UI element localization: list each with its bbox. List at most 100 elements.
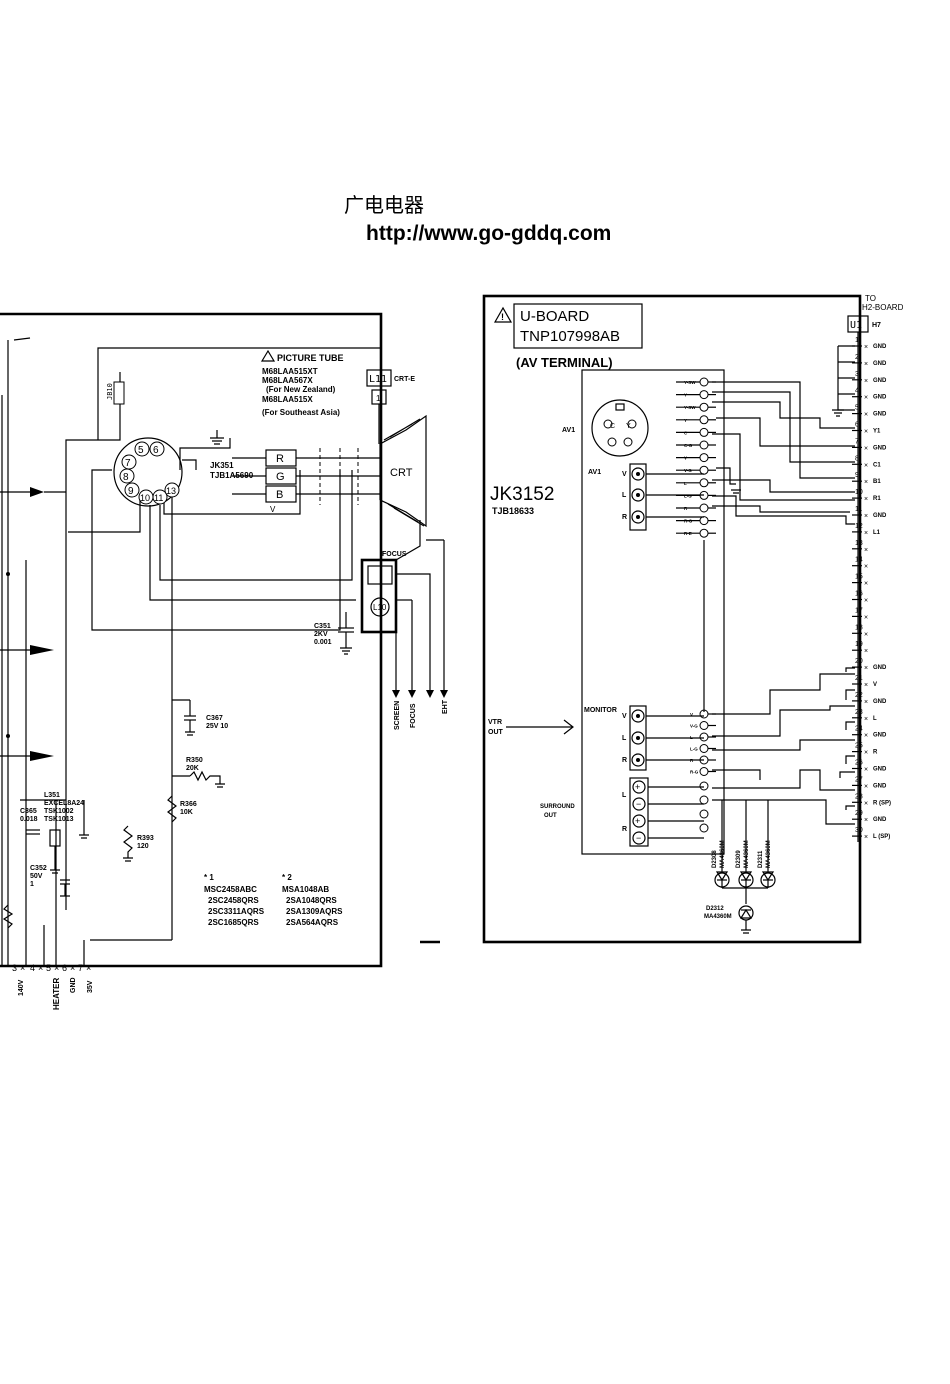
connector-pin-9: 9 xyxy=(855,472,859,479)
tube-model-4: M68LAA515X xyxy=(262,395,313,404)
left-board: JB10 5 6 7 8 9 10 11 13 PICTURE TUBE M68… xyxy=(0,312,449,1010)
monitor-terminal xyxy=(699,732,709,742)
jack-terminal xyxy=(699,390,709,400)
connector-pin-2: 2 xyxy=(855,354,859,361)
jk3152-part: TJB18633 xyxy=(492,506,534,516)
jack-terminal xyxy=(699,478,709,488)
av1-label: AV1 xyxy=(588,469,601,476)
monitor-terminal-label: R-G xyxy=(690,770,699,775)
svg-text:×: × xyxy=(38,963,43,973)
connector-pin-label: C1 xyxy=(873,462,881,468)
site-url: http://www.go-gddq.com xyxy=(366,222,611,245)
output-screen: SCREEN xyxy=(394,701,401,730)
conn-label-35v: 35V xyxy=(87,980,94,993)
svg-text:×: × xyxy=(864,513,868,520)
svg-text:×: × xyxy=(864,344,868,351)
connector-pin-label: R (SP) xyxy=(873,800,891,806)
svg-text:×: × xyxy=(864,547,868,554)
h2-board-label: H2-BOARD xyxy=(862,303,904,312)
socket-pin-11: 11 xyxy=(154,493,163,503)
connector-pin-label: GND xyxy=(873,412,887,418)
connector-pin-label: GND xyxy=(873,783,887,789)
u1-label: U1 xyxy=(850,320,862,331)
svideo-pin-c: C xyxy=(610,423,615,430)
note2-star: * 2 xyxy=(282,873,292,882)
v-label: V xyxy=(270,505,276,514)
rgb-b: B xyxy=(276,489,283,501)
svg-text:×: × xyxy=(864,817,868,824)
svg-text:×: × xyxy=(864,750,868,757)
to-label: TO xyxy=(865,294,876,303)
socket-pin-8: 8 xyxy=(123,472,129,483)
svg-text:×: × xyxy=(864,361,868,368)
focus-block-label: FOCUS xyxy=(382,551,407,558)
monitor-terminal-label: V xyxy=(690,712,693,717)
note2-part-3: 2SA1309AQRS xyxy=(286,907,343,916)
socket-pin-6: 6 xyxy=(153,445,159,456)
u-board-title: U-BOARD xyxy=(520,308,589,325)
c365-value: 0.018 xyxy=(20,816,38,823)
u-board: ! U-BOARD TNP107998AB (AV TERMINAL) TO H… xyxy=(482,294,904,944)
chinese-title: 广电电器 xyxy=(344,194,424,217)
svg-text:×: × xyxy=(864,699,868,706)
jk3152-label: JK3152 xyxy=(490,484,554,505)
r393-ref: R393 xyxy=(137,835,154,842)
r350-value: 20K xyxy=(186,765,199,772)
connector-pin-25: 25 xyxy=(855,743,863,750)
c351-voltage: 2KV xyxy=(314,631,328,638)
output-eht: EHT xyxy=(442,699,449,714)
c352-ref: C352 xyxy=(30,865,47,872)
svg-text:×: × xyxy=(864,496,868,503)
svg-text:×: × xyxy=(864,767,868,774)
connector-pin-28: 28 xyxy=(855,793,863,800)
svg-text:×: × xyxy=(20,963,25,973)
connector-pin-label: Y1 xyxy=(873,429,881,435)
jack-terminal xyxy=(699,516,709,526)
diode-symbol xyxy=(739,871,753,882)
conn-pin-4: 4 xyxy=(30,963,35,973)
connector-pin-27: 27 xyxy=(855,776,863,783)
connector-pin-column: 1GND×2GND×3GND×4GND×5GND×6Y1×7GND×8C1×9B… xyxy=(852,332,891,842)
svg-text:×: × xyxy=(864,378,868,385)
note1-star: * 1 xyxy=(204,873,214,882)
connector-pin-10: 10 xyxy=(855,489,863,496)
tube-model-5: (For Southeast Asia) xyxy=(262,408,340,417)
note1-part-4: 2SC1685QRS xyxy=(208,918,259,927)
connector-pin-label: V xyxy=(873,682,877,688)
connector-pin-3: 3 xyxy=(855,371,859,378)
connector-pin-label: R1 xyxy=(873,496,881,502)
monitor-jack-r: R xyxy=(622,757,627,764)
svideo-jack: C Y xyxy=(591,399,649,457)
svg-text:×: × xyxy=(864,682,868,689)
connector-pin-24: 24 xyxy=(855,726,863,733)
jack-terminal xyxy=(699,415,709,425)
svg-text:×: × xyxy=(864,834,868,841)
c352-value: 1 xyxy=(30,881,34,888)
diode-ref: D2309 xyxy=(736,850,742,868)
rgb-r: R xyxy=(276,453,284,465)
connector-pin-label: GND xyxy=(873,361,887,367)
socket-pin-7: 7 xyxy=(125,458,131,469)
connector-pin-20: 20 xyxy=(855,658,863,665)
jack-terminal xyxy=(699,453,709,463)
jack-terminal xyxy=(699,528,709,538)
diode-part: MA4360M xyxy=(720,840,726,868)
svg-text:×: × xyxy=(864,412,868,419)
connector-pin-22: 22 xyxy=(855,692,863,699)
connector-pin-label: L1 xyxy=(873,530,881,536)
svg-text:×: × xyxy=(864,581,868,588)
svg-text:×: × xyxy=(864,395,868,402)
conn-pin-3: 3 xyxy=(12,963,17,973)
crt-tube: CRT xyxy=(379,414,427,528)
diode-ref: D2312 xyxy=(706,906,724,912)
connector-pin-15: 15 xyxy=(855,574,863,581)
connector-pin-8: 8 xyxy=(855,455,859,462)
monitor-terminal-label: L-G xyxy=(690,747,698,752)
c351-value: 0.001 xyxy=(314,639,332,646)
monitor-terminal xyxy=(699,767,709,776)
svg-text:×: × xyxy=(864,648,868,655)
svg-text:×: × xyxy=(864,665,868,672)
jack-terminal xyxy=(699,503,709,513)
av1-svideo-label: AV1 xyxy=(562,427,575,434)
